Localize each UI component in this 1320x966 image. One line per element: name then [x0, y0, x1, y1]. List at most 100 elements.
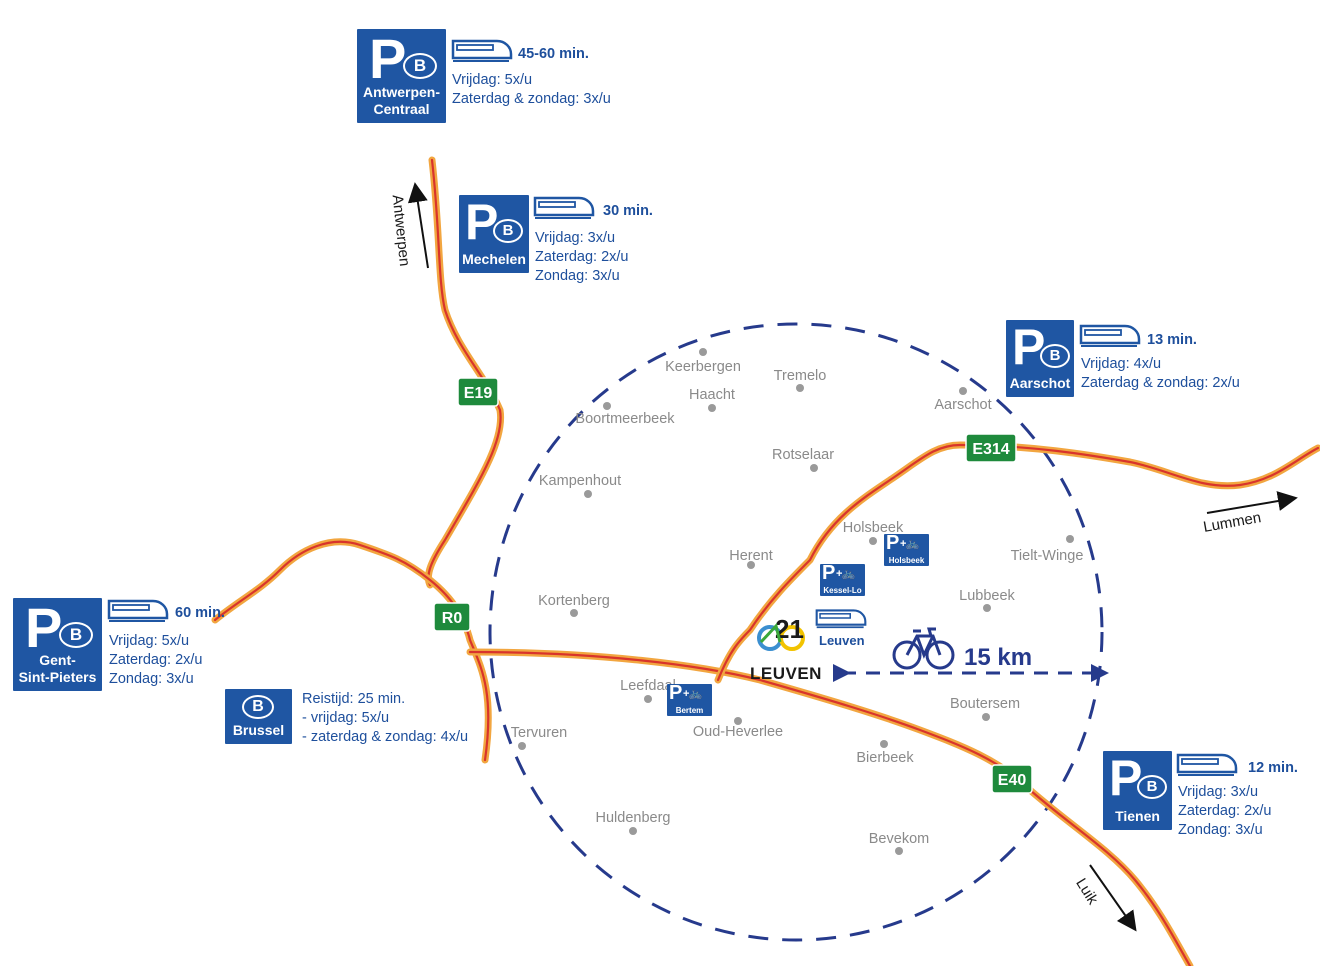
train-icon: [1176, 753, 1238, 776]
station-aarschot-duration: 13 min.: [1147, 332, 1197, 348]
station-gent-frequency: Vrijdag: 5x/u Zaterdag: 2x/u Zondag: 3x/…: [109, 633, 203, 687]
town-tervuren: Tervuren: [511, 725, 567, 750]
svg-text:Herent: Herent: [729, 548, 773, 564]
station-brussel-name: Brussel: [232, 722, 285, 738]
station-gent-name: Gent-Sint-Pieters: [18, 652, 97, 685]
nmbs-logo-icon: B: [59, 622, 93, 648]
shield-r0: R0: [433, 602, 471, 632]
train-icon: [533, 196, 595, 219]
town-rotselaar: Rotselaar: [772, 447, 834, 472]
nmbs-logo-icon: B: [242, 695, 274, 719]
park-bike-kessel-lo: P+🚲 Kessel-Lo: [820, 562, 865, 596]
svg-text:Kortenberg: Kortenberg: [538, 593, 610, 609]
town-bevekom: Bevekom: [869, 831, 929, 855]
town-kortenberg: Kortenberg: [538, 593, 610, 617]
nmbs-logo-icon: B: [1137, 775, 1167, 799]
town-huldenberg: Huldenberg: [596, 810, 671, 835]
svg-text:Holsbeek: Holsbeek: [843, 520, 904, 536]
svg-text:R0: R0: [442, 610, 463, 627]
road-e314: [714, 441, 1320, 684]
town-lubbeek: Lubbeek: [959, 588, 1016, 612]
town-tielt-winge: Tielt-Winge: [1011, 535, 1084, 564]
town-leefdaal: Leefdaal: [620, 678, 676, 703]
town-aarschot: Aarschot: [934, 387, 992, 413]
road-e40-east: [466, 648, 1194, 966]
station-aarschot-sign: P B Aarschot: [1006, 320, 1074, 397]
town-boortmeerbeek: Boortmeerbeek: [575, 402, 675, 427]
svg-text:Leefdaal: Leefdaal: [620, 678, 676, 694]
arrow-antwerpen: [407, 182, 429, 269]
nmbs-logo-icon: B: [403, 53, 437, 79]
svg-text:Boutersem: Boutersem: [950, 696, 1020, 712]
town-holsbeek: Holsbeek: [843, 520, 904, 545]
town-kampenhout: Kampenhout: [539, 473, 621, 498]
shield-e19: E19: [457, 377, 499, 407]
svg-text:Tervuren: Tervuren: [511, 725, 567, 741]
arrow-lummen: [1206, 491, 1298, 514]
svg-text:Haacht: Haacht: [689, 387, 735, 403]
radius-label: 15 km: [964, 644, 1033, 671]
svg-text:Tremelo: Tremelo: [774, 368, 827, 384]
station-tienen-duration: 12 min.: [1248, 760, 1298, 776]
station-gent-duration: 60 min.: [175, 605, 225, 621]
town-keerbergen: Keerbergen: [665, 348, 741, 375]
svg-text:Bierbeek: Bierbeek: [856, 750, 914, 766]
station-tienen-frequency: Vrijdag: 3x/u Zaterdag: 2x/u Zondag: 3x/…: [1178, 784, 1272, 838]
station-mechelen-sign: P B Mechelen: [459, 195, 529, 273]
svg-text:Tielt-Winge: Tielt-Winge: [1011, 548, 1084, 564]
station-antwerpen-frequency: Vrijdag: 5x/u Zaterdag & zondag: 3x/u: [452, 72, 611, 107]
station-gent-sign: P B Gent-Sint-Pieters: [13, 598, 102, 691]
station-brussel-sign: B Brussel: [225, 689, 292, 744]
town-boutersem: Boutersem: [950, 696, 1020, 721]
leuven-label: LEUVEN: [750, 664, 822, 683]
station-aarschot-name: Aarschot: [1009, 375, 1071, 391]
svg-text:Aarschot: Aarschot: [934, 397, 991, 413]
station-mechelen-frequency: Vrijdag: 3x/u Zaterdag: 2x/u Zondag: 3x/…: [535, 230, 629, 284]
svg-text:Rotselaar: Rotselaar: [772, 447, 834, 463]
park-bike-bertem: P+🚲 Bertem: [667, 682, 712, 716]
park-bike-holsbeek: P+🚲 Holsbeek: [884, 532, 929, 566]
parking-p-icon: P: [465, 194, 499, 250]
station-brussel-frequency: Reistijd: 25 min. - vrijdag: 5x/u - zate…: [302, 691, 469, 745]
parking-p-icon: P: [25, 596, 63, 659]
svg-text:Keerbergen: Keerbergen: [665, 359, 741, 375]
town-oud-heverlee: Oud-Heverlee: [693, 717, 783, 740]
station-antwerpen-duration: 45-60 min.: [518, 46, 589, 62]
train-icon: [815, 609, 867, 629]
train-icon: [451, 39, 513, 62]
train-icon: [1079, 324, 1141, 347]
station-mechelen-name: Mechelen: [462, 251, 526, 267]
parking-p-icon: P: [369, 27, 407, 90]
leuven-logo: 21: [757, 614, 805, 651]
parking-p-icon: P: [1012, 319, 1046, 375]
station-tienen-sign: P B Tienen: [1103, 751, 1172, 830]
nmbs-logo-icon: B: [493, 219, 523, 243]
parking-p-icon: P: [1109, 750, 1143, 806]
town-herent: Herent: [729, 548, 773, 569]
nmbs-logo-icon: B: [1040, 344, 1070, 368]
svg-text:Bevekom: Bevekom: [869, 831, 929, 847]
bicycle-icon: [892, 627, 955, 670]
svg-text:Kampenhout: Kampenhout: [539, 473, 621, 489]
svg-text:Oud-Heverlee: Oud-Heverlee: [693, 724, 783, 740]
radius-circle: [488, 322, 1104, 942]
station-leuven-name: Leuven: [819, 633, 865, 648]
station-tienen-name: Tienen: [1115, 808, 1160, 824]
town-bierbeek: Bierbeek: [856, 740, 914, 766]
svg-text:E40: E40: [998, 772, 1027, 789]
svg-text:E314: E314: [972, 441, 1009, 458]
town-haacht: Haacht: [689, 387, 735, 412]
station-aarschot-frequency: Vrijdag: 4x/u Zaterdag & zondag: 2x/u: [1081, 356, 1240, 391]
svg-text:E19: E19: [464, 385, 493, 402]
arrow-luik: [1089, 864, 1137, 932]
train-icon: [107, 599, 169, 622]
shield-e314: E314: [965, 433, 1017, 463]
svg-text:Huldenberg: Huldenberg: [596, 810, 671, 826]
station-antwerpen-sign: P B Antwerpen-Centraal: [357, 29, 446, 123]
svg-text:Lubbeek: Lubbeek: [959, 588, 1015, 604]
town-tremelo: Tremelo: [774, 368, 827, 392]
road-e40-west: [211, 538, 492, 764]
station-mechelen-duration: 30 min.: [603, 203, 653, 219]
station-antwerpen-name: Antwerpen-Centraal: [363, 84, 440, 117]
